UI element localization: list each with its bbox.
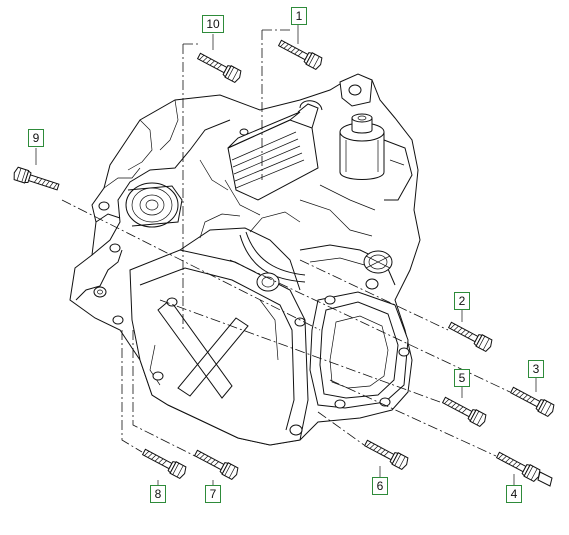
callout-8: 8 <box>150 485 166 503</box>
bolt-4 <box>494 448 553 487</box>
bolt-1 <box>276 36 325 71</box>
callout-1: 1 <box>291 7 307 25</box>
gearbox-housing <box>69 73 421 446</box>
bolt-10 <box>195 49 244 84</box>
bolt-6 <box>362 436 411 471</box>
callout-7: 7 <box>205 485 221 503</box>
callout-4: 4 <box>506 485 522 503</box>
callout-6: 6 <box>372 477 388 495</box>
bolt-7 <box>192 446 241 481</box>
bolt-5 <box>440 393 489 428</box>
bolt-8 <box>140 445 189 480</box>
callout-5: 5 <box>454 369 470 387</box>
bolt-3 <box>508 383 557 418</box>
callout-3: 3 <box>528 360 544 378</box>
callout-9: 9 <box>28 129 44 147</box>
bolt-9 <box>11 166 61 194</box>
callout-10: 10 <box>202 15 224 33</box>
callout-2: 2 <box>454 292 470 310</box>
bolt-2 <box>446 318 495 353</box>
